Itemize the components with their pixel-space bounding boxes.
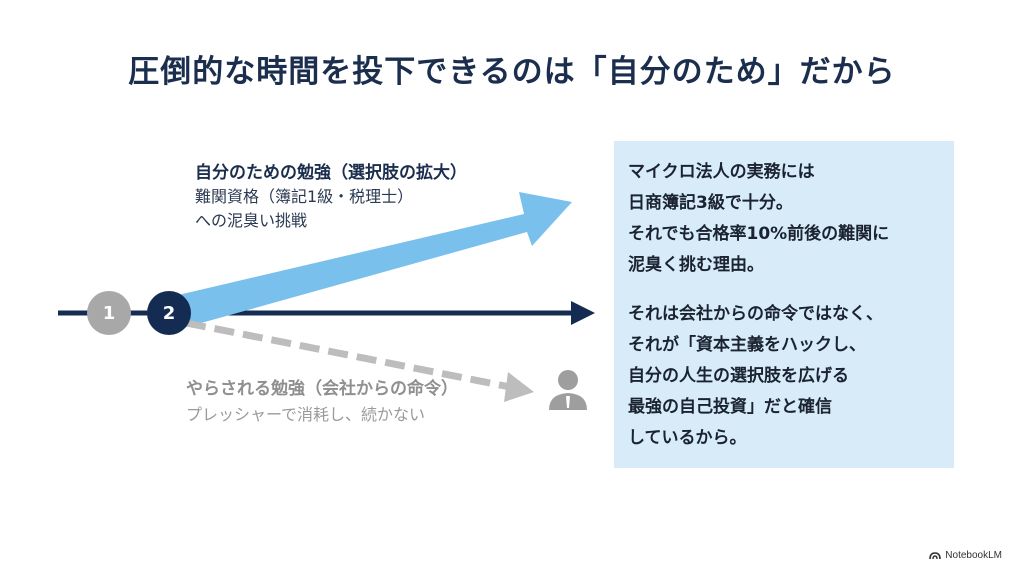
panel-line: 泥臭く挑む理由。: [628, 255, 764, 275]
panel-line: それは会社からの命令ではなく、: [628, 304, 883, 324]
lower-path-heading: やらされる勉強（会社からの命令）: [186, 379, 458, 399]
upper-arrow: [174, 192, 572, 330]
upper-path-heading: 自分のための勉強（選択肢の拡大）: [195, 163, 467, 183]
panel-line: 最強の自己投資」だと確信: [628, 397, 832, 417]
brand-logo: NotebookLM: [929, 550, 1002, 561]
panel-line: それが「資本主義をハックし、: [628, 335, 866, 355]
lower-arrow-head: [504, 372, 534, 402]
page-title: 圧倒的な時間を投下できるのは「自分のため」だから: [128, 54, 896, 90]
person-icon: [549, 370, 587, 410]
upper-path-label: 自分のための勉強（選択肢の拡大） 難関資格（簿記1級・税理士） への泥臭い挑戦: [195, 161, 467, 233]
step-1-circle: 1: [87, 291, 131, 335]
notebooklm-logo-icon: [929, 551, 942, 559]
brand-name: NotebookLM: [945, 550, 1002, 561]
panel-line: 日商簿記3級で十分。: [628, 193, 793, 213]
panel-line: マイクロ法人の実務には: [628, 162, 815, 182]
lower-dashed-arrow: [185, 319, 511, 391]
panel-line: 自分の人生の選択肢を広げる: [628, 366, 849, 386]
upper-path-line: への泥臭い挑戦: [195, 211, 308, 230]
lower-path-label: やらされる勉強（会社からの命令） プレッシャーで消耗し、続かない: [186, 376, 458, 428]
panel-line: しているから。: [628, 428, 747, 448]
baseline-arrow-head: [571, 301, 595, 325]
lower-path-line: プレッシャーで消耗し、続かない: [186, 405, 426, 424]
explanation-panel: マイクロ法人の実務には 日商簿記3級で十分。 それでも合格率10%前後の難関に …: [614, 141, 954, 468]
panel-line: それでも合格率10%前後の難関に: [628, 224, 890, 244]
step-2-circle: 2: [147, 291, 191, 335]
upper-path-line: 難関資格（簿記1級・税理士）: [195, 187, 414, 206]
